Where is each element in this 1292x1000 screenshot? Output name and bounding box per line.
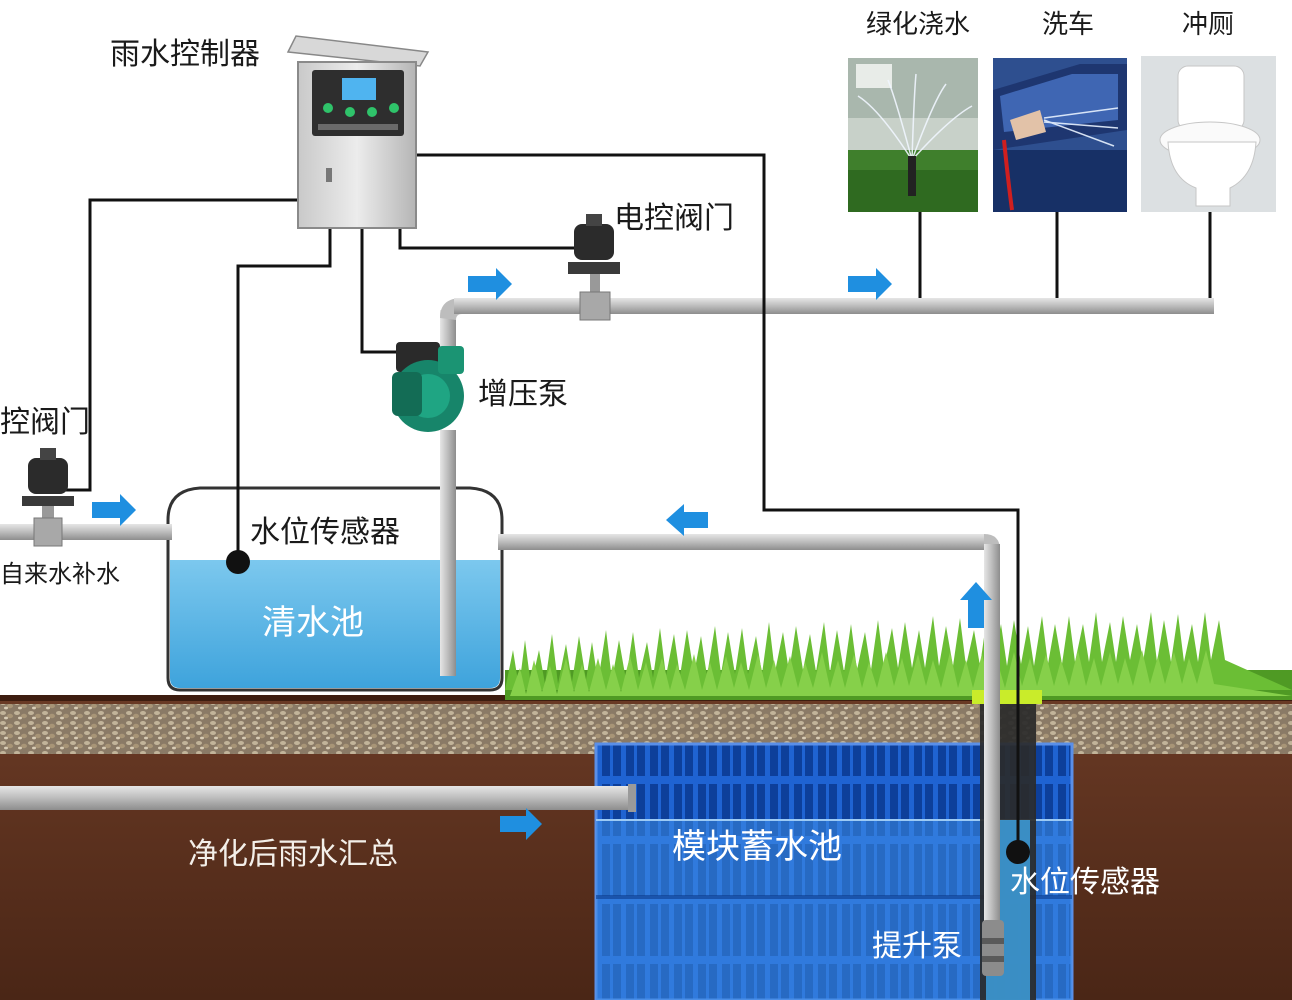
module-level-sensor-label: 水位传感器 bbox=[1010, 865, 1160, 900]
flow-arrow-supply-left bbox=[92, 494, 136, 526]
lift-pump-label: 提升泵 bbox=[872, 929, 962, 964]
toilet-photo bbox=[1141, 56, 1276, 212]
clear-water-tank-label: 清水池 bbox=[262, 603, 364, 643]
clear-water-tank bbox=[166, 486, 504, 692]
grass bbox=[505, 612, 1292, 700]
control-wires bbox=[66, 153, 1212, 850]
flow-arrows bbox=[92, 268, 992, 840]
right-valve-label: 电控阀门 bbox=[614, 201, 734, 236]
garden-sprinkler-photo bbox=[848, 58, 978, 212]
booster-pump-label: 增压泵 bbox=[478, 377, 568, 412]
module-tank-label: 模块蓄水池 bbox=[672, 827, 842, 867]
inflow-pipe bbox=[0, 784, 636, 812]
lift-pump bbox=[982, 920, 1004, 976]
module-level-sensor-dot bbox=[1006, 840, 1030, 864]
flow-arrow-pump-out bbox=[468, 268, 512, 300]
flow-arrow-main-line bbox=[848, 268, 892, 300]
flow-arrow-return bbox=[666, 504, 708, 536]
car-wash-photo bbox=[993, 58, 1127, 212]
use-label-toilet: 冲厕 bbox=[1182, 10, 1235, 40]
tap-water-supply-label: 自来水补水 bbox=[0, 560, 120, 588]
tank-level-sensor-dot bbox=[226, 550, 250, 574]
tank-level-sensor-label: 水位传感器 bbox=[250, 515, 400, 550]
left-electric-valve bbox=[22, 448, 74, 547]
use-label-garden: 绿化浇水 bbox=[866, 10, 971, 40]
flow-arrow-inflow bbox=[500, 808, 542, 840]
controller-label: 雨水控制器 bbox=[110, 37, 260, 72]
booster-pump bbox=[392, 342, 464, 432]
pipes bbox=[0, 298, 1214, 964]
use-label-carwash: 洗车 bbox=[1042, 10, 1095, 40]
left-valve-label: 控阀门 bbox=[0, 405, 90, 440]
flow-arrow-riser bbox=[960, 582, 992, 628]
purified-rainwater-label: 净化后雨水汇总 bbox=[188, 837, 398, 872]
right-electric-valve bbox=[568, 214, 620, 321]
rain-controller-cabinet bbox=[286, 35, 430, 229]
